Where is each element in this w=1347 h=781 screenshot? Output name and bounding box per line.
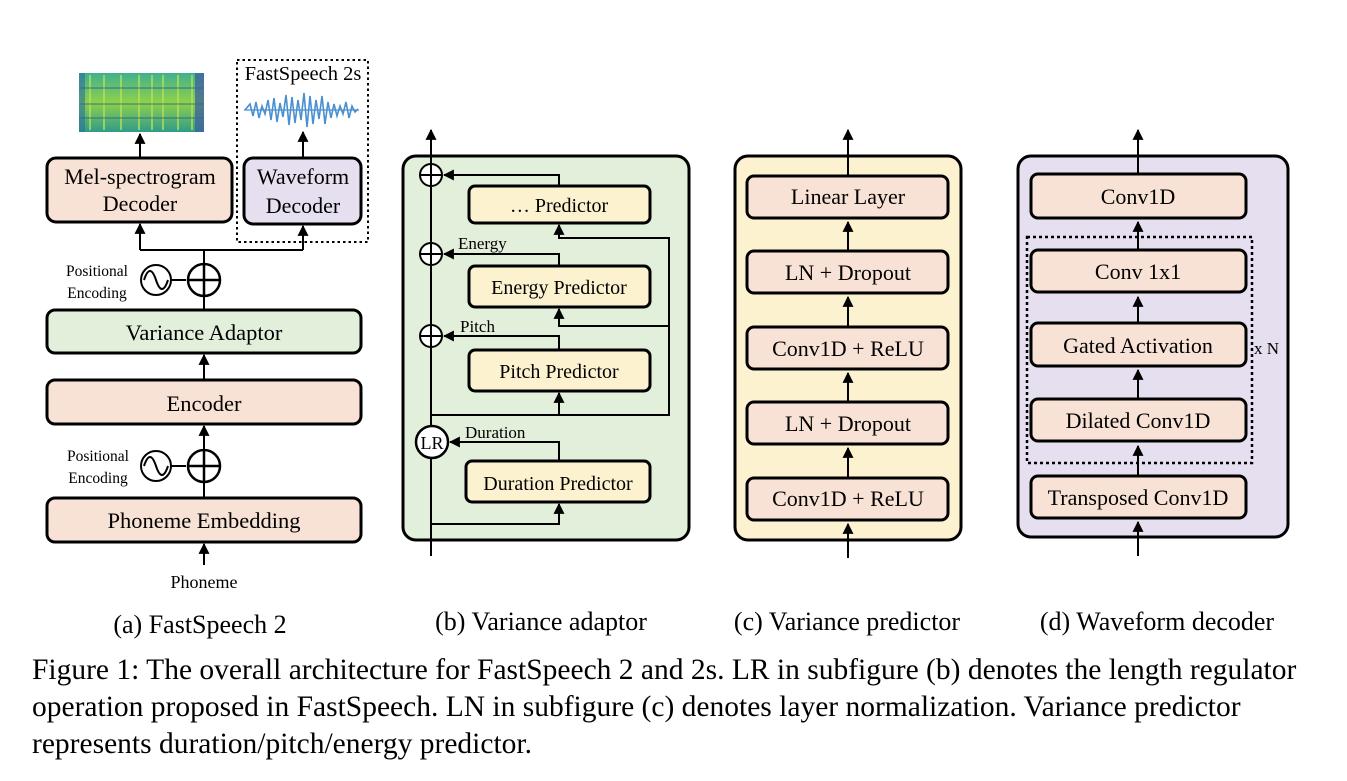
fastspeech-2s-label: FastSpeech 2s xyxy=(245,63,362,85)
duration-predictor-label: Duration Predictor xyxy=(483,473,633,495)
fastspeech-2s-group xyxy=(236,59,369,243)
positional-encoding-top-line2: Encoding xyxy=(67,285,127,302)
waveform-decoder-label-line1: Waveform xyxy=(257,164,349,189)
subcaption-a: (a) FastSpeech 2 xyxy=(113,610,286,639)
encoder-label: Encoder xyxy=(167,391,242,416)
duration-label: Duration xyxy=(465,423,526,442)
ln-dropout-label-1: LN + Dropout xyxy=(785,411,911,436)
sine-icon xyxy=(140,264,172,296)
conv1d-relu-label-2: Conv1D + ReLU xyxy=(772,336,924,361)
positional-encoding-bottom-line1: Positional xyxy=(67,448,129,465)
variance-adaptor-label: Variance Adaptor xyxy=(126,320,283,345)
subcaption-b: (b) Variance adaptor xyxy=(435,607,647,636)
positional-encoding-top-line1: Positional xyxy=(66,263,128,280)
add-icon xyxy=(186,262,222,298)
panel-d: Transposed Conv1D Dilated Conv1D Gated A… xyxy=(1016,128,1290,636)
panel-a: FastSpeech 2s Mel-spectrogram Decoder Wa… xyxy=(45,59,369,639)
architecture-diagram: FastSpeech 2s Mel-spectrogram Decoder Wa… xyxy=(45,59,1290,639)
positional-encoding-bottom-line2: Encoding xyxy=(68,470,128,487)
dilated-conv1d-label: Dilated Conv1D xyxy=(1066,408,1211,433)
variance-adaptor-container xyxy=(401,154,691,542)
other-predictor-label: … Predictor xyxy=(510,195,609,217)
ln-dropout-label-2: LN + Dropout xyxy=(785,260,911,285)
linear-layer-label: Linear Layer xyxy=(791,184,906,209)
gated-activation-label: Gated Activation xyxy=(1063,333,1213,358)
conv-1x1-label: Conv 1x1 xyxy=(1095,259,1181,284)
subcaption-c: (c) Variance predictor xyxy=(734,607,961,636)
figure-caption: Figure 1: The overall architecture for F… xyxy=(32,654,1297,760)
conv1d-label: Conv1D xyxy=(1101,184,1176,209)
add-icon xyxy=(419,242,443,266)
repeat-count-label: x N xyxy=(1254,339,1279,358)
panel-c: Conv1D + ReLU LN + Dropout Conv1D + ReLU… xyxy=(733,128,963,636)
phoneme-embedding-box xyxy=(45,496,363,544)
mel-decoder-label-line1: Mel-spectrogram xyxy=(64,164,216,189)
phoneme-embedding-label: Phoneme Embedding xyxy=(107,508,300,533)
transposed-conv1d-label: Transposed Conv1D xyxy=(1048,485,1229,510)
encoder-box xyxy=(45,378,363,426)
sine-icon xyxy=(140,450,172,482)
variance-adaptor-box xyxy=(45,308,363,355)
conv1d-relu-label-1: Conv1D + ReLU xyxy=(772,486,924,511)
length-regulator-node: LR xyxy=(414,424,450,460)
pitch-label: Pitch xyxy=(460,317,495,336)
mel-decoder-label-line2: Decoder xyxy=(103,191,178,216)
lr-label: LR xyxy=(420,433,443,453)
add-icon xyxy=(419,324,443,348)
waveform-image xyxy=(244,92,359,128)
add-icon xyxy=(186,448,222,484)
energy-predictor-label: Energy Predictor xyxy=(491,277,627,299)
energy-label: Energy xyxy=(458,234,507,253)
repeat-block-outline xyxy=(1025,235,1254,465)
mel-spectrogram-image xyxy=(79,73,204,132)
waveform-decoder-label-line2: Decoder xyxy=(266,193,341,218)
phoneme-input-label: Phoneme xyxy=(171,572,238,592)
panel-b: … Predictor Energy Predictor Pitch Predi… xyxy=(401,128,691,636)
add-icon xyxy=(419,163,443,187)
pitch-predictor-label: Pitch Predictor xyxy=(499,361,619,383)
subcaption-d: (d) Waveform decoder xyxy=(1040,607,1275,636)
